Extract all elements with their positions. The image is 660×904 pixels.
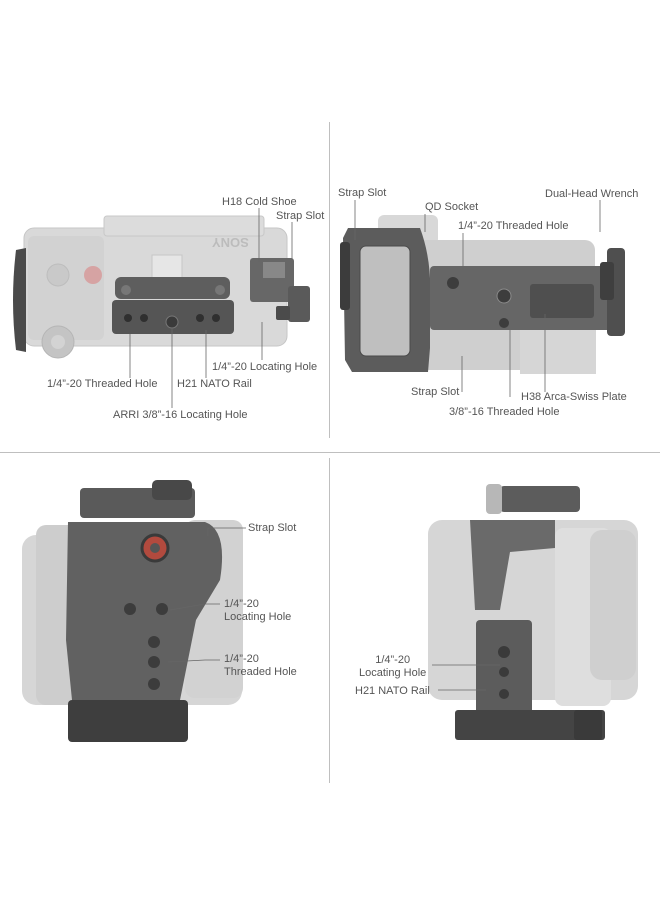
right-view-cage xyxy=(455,484,605,740)
label-locating-hole-line1: 1/4”-20 xyxy=(224,598,259,610)
label-locating-hole-right-line1: 1/4”-20 xyxy=(375,654,411,666)
bottom-view-leader-lines xyxy=(354,200,601,397)
label-cold-shoe: H18 Cold Shoe xyxy=(222,196,297,208)
label-threaded-hole-side: 1/4”-20 Threaded Hole xyxy=(224,653,297,679)
label-locating-hole-side: 1/4”-20 Locating Hole xyxy=(224,598,291,624)
vertical-divider-bottom xyxy=(329,458,330,783)
label-nato-rail: H21 NATO Rail xyxy=(177,378,252,390)
label-threaded-hole-bottom: 1/4”-20 Threaded Hole xyxy=(458,220,569,232)
label-locating-hole-right-line2: Locating Hole xyxy=(359,667,427,679)
label-qd-socket: QD Socket xyxy=(425,201,479,213)
brand-text: SONY xyxy=(212,235,249,250)
label-locating-hole-line2: Locating Hole xyxy=(224,611,292,623)
horizontal-divider xyxy=(0,452,660,453)
bottom-view-cage xyxy=(340,228,625,372)
label-strap-slot-bottom: Strap Slot xyxy=(411,386,460,398)
label-locating-hole: 1/4”-20 Locating Hole xyxy=(212,361,318,373)
vertical-divider-top xyxy=(329,122,330,438)
left-view-cage xyxy=(66,480,223,742)
label-nato-rail-right: H21 NATO Rail xyxy=(355,685,430,697)
label-locating-hole-right: 1/4”-20 Locating Hole xyxy=(359,654,426,680)
label-threaded-hole-line2: Threaded Hole xyxy=(224,666,297,678)
label-threaded-hole-3-8: 3/8”-16 Threaded Hole xyxy=(449,406,560,418)
label-arca-plate: H38 Arca-Swiss Plate xyxy=(521,391,627,403)
label-strap-slot: Strap Slot xyxy=(276,210,325,222)
top-view-leader-lines xyxy=(129,208,293,408)
label-threaded-hole: 1/4”-20 Threaded Hole xyxy=(47,378,158,390)
left-view-leader-lines xyxy=(167,527,246,663)
label-strap-slot-top: Strap Slot xyxy=(338,187,387,199)
top-view-cage xyxy=(13,248,310,352)
label-dual-head-wrench: Dual-Head Wrench xyxy=(545,188,639,200)
right-view-leader-lines xyxy=(432,664,500,691)
label-strap-slot-side: Strap Slot xyxy=(248,522,297,534)
label-threaded-hole-line1: 1/4”-20 xyxy=(224,653,259,665)
label-arri-hole: ARRI 3/8”-16 Locating Hole xyxy=(113,409,248,421)
